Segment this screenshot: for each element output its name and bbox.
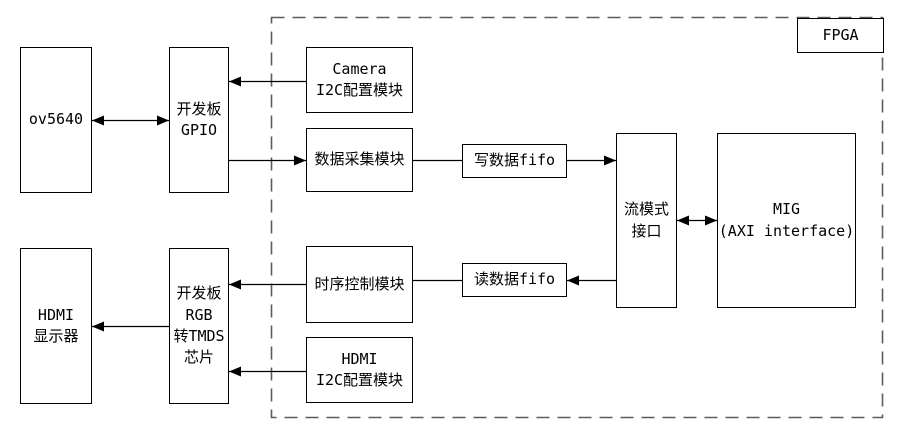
fpga-region-label: FPGA bbox=[797, 18, 884, 53]
fpga-boundary bbox=[270, 16, 884, 419]
block-ov5640: ov5640 bbox=[20, 47, 92, 193]
block-hdmi-i2c-config: HDMI I2C配置模块 bbox=[306, 337, 413, 403]
block-read-data-fifo: 读数据fifo bbox=[462, 263, 567, 297]
block-stream-interface: 流模式 接口 bbox=[616, 133, 677, 308]
block-data-capture: 数据采集模块 bbox=[306, 128, 413, 192]
block-mig-axi: MIG (AXI interface) bbox=[717, 133, 856, 308]
block-write-data-fifo: 写数据fifo bbox=[462, 144, 567, 178]
block-rgb-to-tmds-chip: 开发板 RGB 转TMDS 芯片 bbox=[169, 248, 229, 404]
block-board-gpio: 开发板 GPIO bbox=[169, 47, 229, 193]
block-camera-i2c-config: Camera I2C配置模块 bbox=[306, 47, 413, 113]
block-hdmi-display: HDMI 显示器 bbox=[20, 248, 92, 404]
block-timing-control: 时序控制模块 bbox=[306, 246, 413, 323]
wire-group bbox=[92, 76, 717, 377]
